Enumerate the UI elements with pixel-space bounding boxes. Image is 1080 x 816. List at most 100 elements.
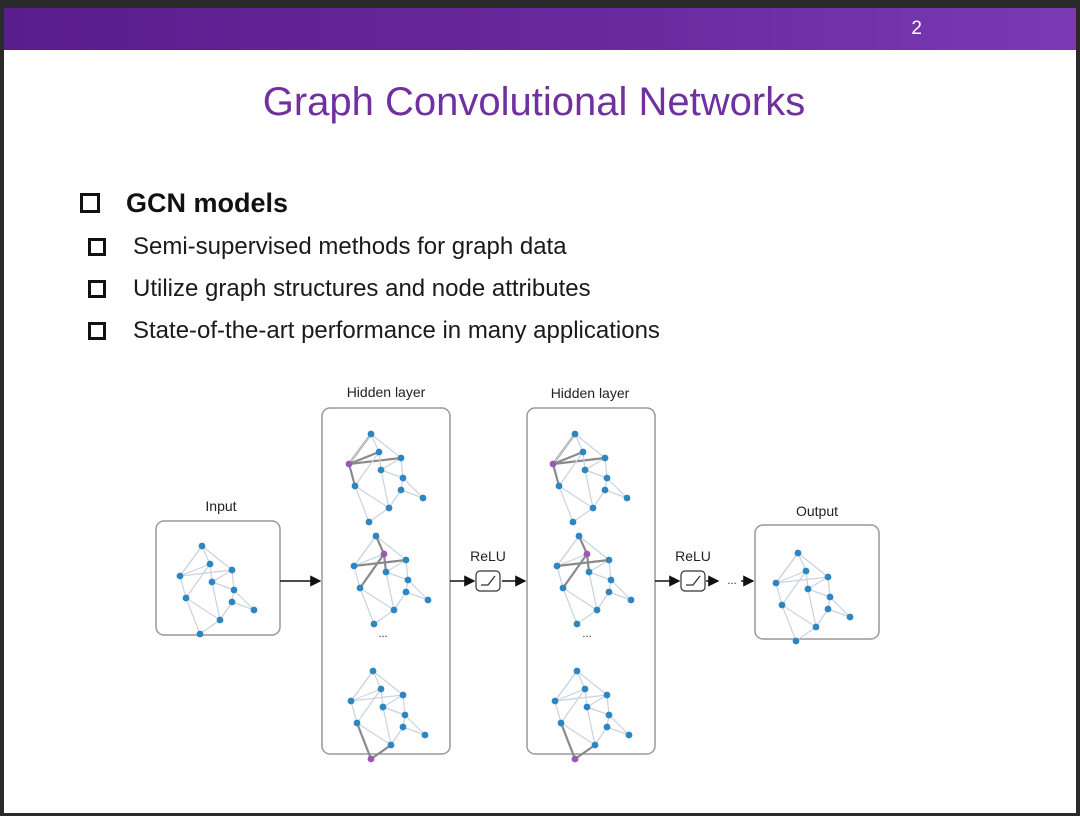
hidden-2-ellipsis: ... bbox=[582, 628, 591, 640]
graph-node bbox=[402, 588, 410, 596]
graph-edge bbox=[775, 570, 807, 584]
hidden-2-graph-bottom bbox=[551, 667, 633, 763]
graph-edge bbox=[380, 457, 402, 471]
graph-node bbox=[559, 584, 567, 592]
output-label: Output bbox=[796, 503, 838, 519]
graph-edge bbox=[380, 469, 404, 479]
graph-node bbox=[585, 568, 593, 576]
graph-edge bbox=[775, 582, 783, 606]
graph-edge bbox=[807, 588, 831, 598]
graph-edge bbox=[231, 601, 255, 611]
graph-edge bbox=[372, 670, 404, 696]
graph-edge bbox=[350, 700, 358, 724]
graph-edge bbox=[370, 433, 402, 459]
graph-edge bbox=[350, 688, 382, 702]
graph-node bbox=[397, 486, 405, 494]
graph-node bbox=[603, 474, 611, 482]
graph-node bbox=[228, 598, 236, 606]
graph-edge bbox=[347, 463, 357, 487]
graph-node bbox=[228, 566, 236, 574]
graph-edge bbox=[578, 535, 610, 561]
graph-node bbox=[370, 620, 378, 628]
graph-node bbox=[772, 579, 780, 587]
relu-label-1: ReLU bbox=[470, 548, 506, 564]
graph-node bbox=[605, 711, 613, 719]
graph-edge bbox=[574, 744, 596, 760]
graph-edge bbox=[385, 571, 409, 581]
graph-node bbox=[356, 584, 364, 592]
graph-edge bbox=[596, 591, 610, 611]
graph-edge bbox=[795, 626, 817, 642]
graph-edge bbox=[179, 563, 211, 577]
graph-node bbox=[605, 588, 613, 596]
graph-edge bbox=[815, 608, 829, 628]
graph-edge bbox=[610, 579, 632, 601]
sub-bullet-text: Semi-supervised methods for graph data bbox=[133, 233, 567, 260]
graph-node bbox=[402, 556, 410, 564]
square-bullet-icon bbox=[88, 322, 106, 340]
graph-edge bbox=[201, 545, 233, 571]
graph-node bbox=[390, 606, 398, 614]
graph-edge bbox=[586, 706, 610, 716]
graph-edge bbox=[558, 485, 574, 523]
graph-edge bbox=[179, 569, 233, 577]
header-bar: 2 bbox=[4, 8, 1076, 50]
hidden-1-graph-bottom bbox=[347, 667, 429, 763]
graph-edge bbox=[781, 570, 807, 606]
sub-bullet-text: Utilize graph structures and node attrib… bbox=[133, 275, 591, 302]
graph-edge bbox=[382, 706, 406, 716]
page-number: 2 bbox=[911, 18, 922, 39]
graph-edge bbox=[359, 587, 375, 625]
graph-edge bbox=[356, 688, 382, 724]
graph-edge bbox=[554, 700, 562, 724]
input-graph bbox=[176, 542, 258, 638]
graph-edge bbox=[797, 552, 829, 578]
graph-edge bbox=[355, 722, 373, 760]
graph-edge bbox=[588, 559, 610, 573]
graph-edge bbox=[348, 433, 372, 465]
graph-node bbox=[401, 711, 409, 719]
graph-edge bbox=[558, 485, 594, 509]
highlighted-node bbox=[549, 460, 557, 468]
graph-node bbox=[824, 573, 832, 581]
graph-node bbox=[397, 454, 405, 462]
graph-node bbox=[350, 562, 358, 570]
graph-node bbox=[575, 532, 583, 540]
graph-node bbox=[351, 482, 359, 490]
graph-edge bbox=[354, 485, 370, 523]
hidden-1-ellipsis: ... bbox=[378, 628, 387, 640]
graph-node bbox=[846, 613, 854, 621]
graph-node bbox=[230, 586, 238, 594]
graph-node bbox=[379, 703, 387, 711]
graph-node bbox=[579, 448, 587, 456]
graph-node bbox=[802, 567, 810, 575]
graph-node bbox=[196, 630, 204, 638]
graph-node bbox=[182, 594, 190, 602]
graph-edge bbox=[594, 726, 608, 746]
graph-node bbox=[216, 616, 224, 624]
graph-edge bbox=[775, 576, 829, 584]
graph-node bbox=[603, 691, 611, 699]
graph-edge bbox=[576, 670, 608, 696]
graph-edge bbox=[393, 591, 407, 611]
graph-edge bbox=[562, 587, 598, 611]
square-bullet-icon bbox=[80, 193, 100, 213]
graph-edge bbox=[353, 553, 385, 567]
graph-edge bbox=[829, 596, 851, 618]
graph-edge bbox=[390, 726, 404, 746]
sub-bullet-1: Semi-supervised methods for graph data bbox=[88, 232, 567, 262]
slide-title: Graph Convolutional Networks bbox=[262, 80, 806, 124]
graph-edge bbox=[584, 457, 606, 471]
graph-edge bbox=[556, 565, 564, 589]
graph-edge bbox=[562, 587, 578, 625]
graph-edge bbox=[380, 469, 390, 509]
graph-node bbox=[404, 576, 412, 584]
gcn-architecture-diagram: Input Hidden layer Hidden layer ReLU ReL… bbox=[155, 384, 880, 763]
graph-edge bbox=[353, 565, 361, 589]
graph-edge bbox=[584, 469, 608, 479]
hidden-1-graph-top bbox=[345, 430, 427, 526]
graph-node bbox=[589, 504, 597, 512]
graph-edge bbox=[588, 571, 598, 611]
graph-edge bbox=[608, 714, 630, 736]
graph-node bbox=[365, 518, 373, 526]
